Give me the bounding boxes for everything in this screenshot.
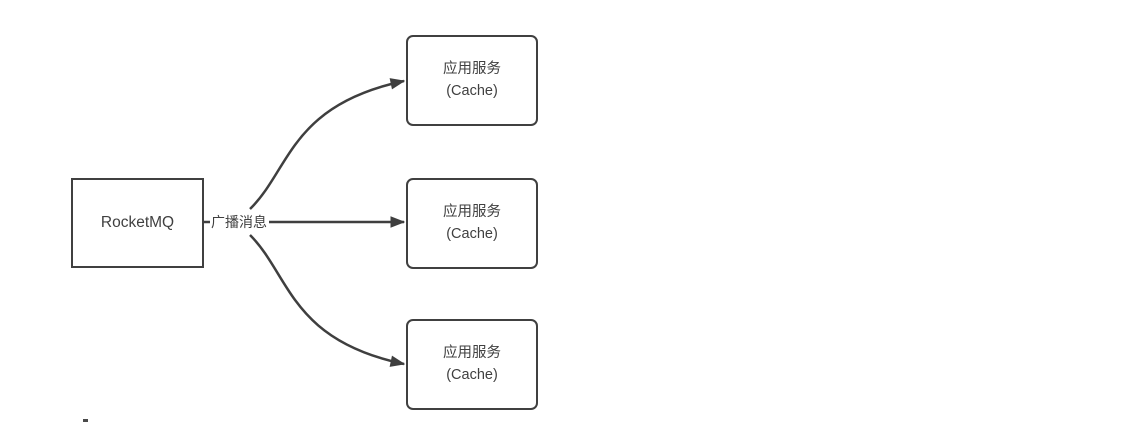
node-rocketmq-label: RocketMQ <box>100 214 175 231</box>
node-app-service-cache-2[interactable]: 应用服务 (Cache) <box>406 178 538 269</box>
edge-label-broadcast: 广播消息 <box>210 213 268 231</box>
edge-label-text: 广播消息 <box>211 214 267 230</box>
stray-mark <box>83 419 88 422</box>
edge-to-bottom-node <box>249 234 404 364</box>
node-app-service-cache-3[interactable]: 应用服务 (Cache) <box>406 319 538 410</box>
node-app-service-cache-1[interactable]: 应用服务 (Cache) <box>406 35 538 126</box>
node-label-line2: (Cache) <box>446 366 498 383</box>
node-label-line1: 应用服务 <box>443 345 501 362</box>
edge-to-top-node <box>249 81 404 210</box>
node-rocketmq[interactable]: RocketMQ <box>71 178 204 268</box>
node-label-line1: 应用服务 <box>443 204 501 221</box>
node-label-line2: (Cache) <box>446 225 498 242</box>
node-label-line1: 应用服务 <box>443 61 501 78</box>
node-label-line2: (Cache) <box>446 82 498 99</box>
